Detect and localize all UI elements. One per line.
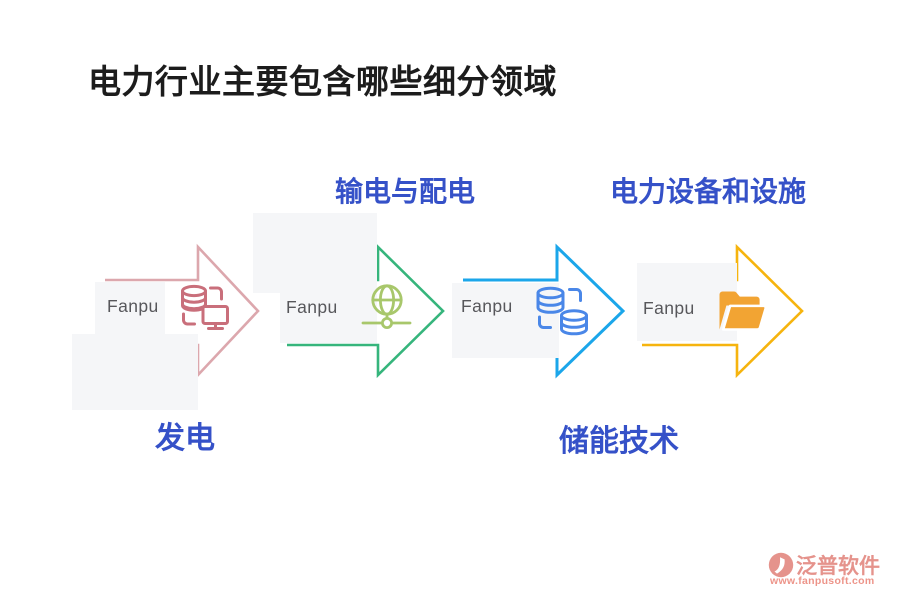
panel-generation-large: [72, 334, 198, 410]
fanpu-brand-label: Fanpu: [107, 296, 159, 316]
page-title: 电力行业主要包含哪些细分领域: [88, 65, 557, 101]
panel-transmission-large: [253, 213, 377, 293]
arrow-generation: [105, 243, 260, 379]
fanpu-logo-icon: [768, 552, 794, 578]
panel-storage-label: [452, 283, 559, 358]
watermark-brand: 泛普软件: [796, 554, 880, 578]
panel-transmission-label: [280, 293, 377, 343]
segment-label-storage: 储能技术: [559, 425, 679, 458]
arrow-equipment: [642, 243, 804, 379]
arrow-transmission: [287, 243, 445, 379]
segment-label-transmission: 输电与配电: [335, 177, 476, 208]
segment-label-equipment: 电力设备和设施: [610, 177, 807, 208]
segment-label-generation: 发电: [155, 422, 215, 455]
watermark-url: www.fanpusoft.com: [770, 575, 875, 587]
fanpu-brand-label: Fanpu: [643, 298, 695, 318]
fanpu-brand-label: Fanpu: [286, 297, 338, 317]
fanpu-brand-label: Fanpu: [461, 296, 513, 316]
panel-generation-label: [95, 282, 165, 334]
